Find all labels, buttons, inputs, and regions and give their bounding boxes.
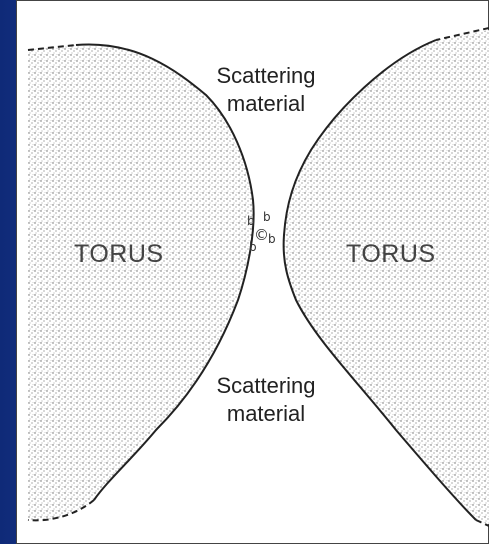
scattering-bottom-line2: material — [186, 400, 346, 428]
central-engine: b b © b b — [244, 210, 284, 260]
cloud-marker-2: b — [263, 210, 271, 224]
diagram-panel: Scattering material Scattering material … — [16, 0, 489, 544]
scattering-top-line2: material — [186, 90, 346, 118]
scattering-bottom-line1: Scattering — [186, 372, 346, 400]
cloud-marker-4: b — [249, 240, 257, 254]
cloud-marker-3: b — [268, 232, 276, 246]
torus-label-right: TORUS — [346, 240, 436, 269]
torus-label-left: TORUS — [74, 240, 164, 269]
scattering-label-top: Scattering material — [186, 62, 346, 118]
scattering-top-line1: Scattering — [186, 62, 346, 90]
scattering-label-bottom: Scattering material — [186, 372, 346, 428]
